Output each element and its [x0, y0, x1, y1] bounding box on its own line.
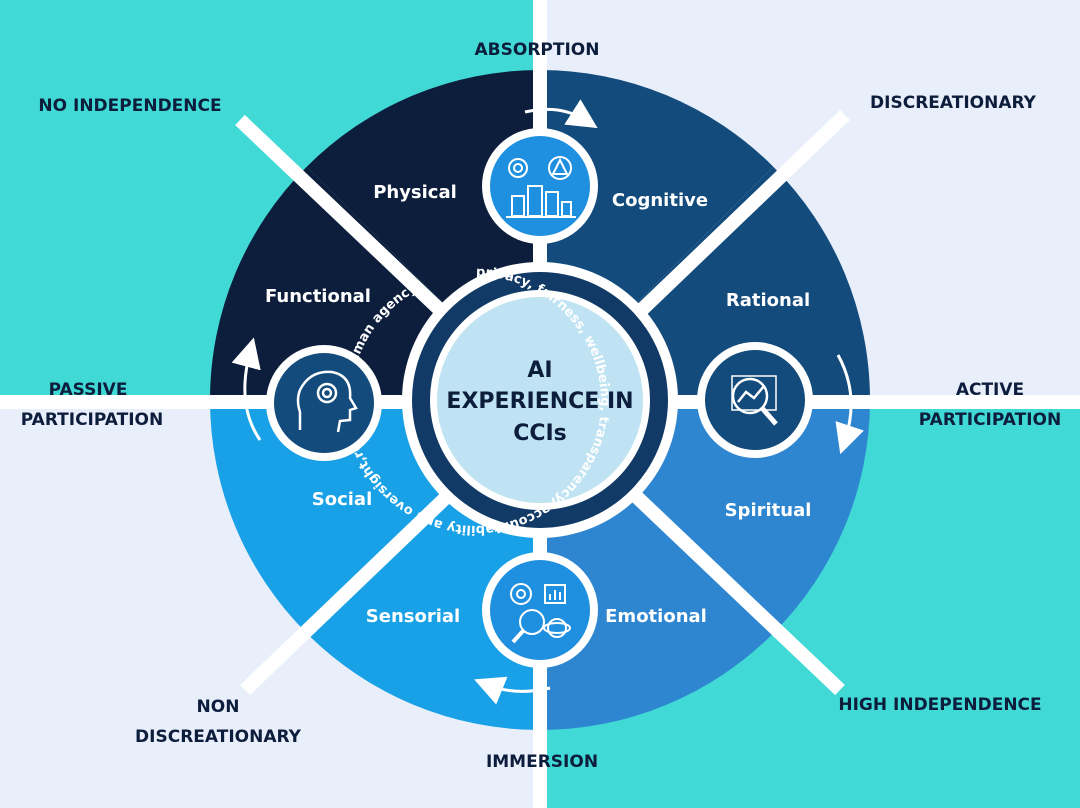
sector-label-physical: Physical [373, 182, 457, 203]
arrow-top [524, 99, 598, 129]
arrow-left [231, 337, 262, 441]
center-title-line3: CCIs [513, 421, 567, 446]
quadrant-label-non-line2: DISCREATIONARY [135, 727, 302, 747]
analytics-magnifier-icon [697, 342, 813, 458]
center-title-line1: AI [527, 358, 552, 383]
sector-label-social: Social [312, 489, 373, 510]
sector-label-rational: Rational [726, 290, 810, 311]
sector-label-sensorial: Sensorial [366, 606, 460, 627]
sector-label-cognitive: Cognitive [612, 190, 708, 211]
data-tools-icon [482, 552, 598, 668]
quadrant-label-discreationary: DISCREATIONARY [870, 93, 1037, 113]
sector-label-emotional: Emotional [605, 606, 707, 627]
axis-label-passive-line2: PARTICIPATION [21, 410, 163, 430]
center-disc [437, 297, 643, 503]
axis-label-passive-line1: PASSIVE [49, 380, 128, 400]
flow-arrows [231, 99, 864, 705]
axis-label-absorption: ABSORPTION [475, 40, 600, 60]
sector-label-functional: Functional [265, 286, 371, 307]
quadrant-label-non-line1: NON [197, 697, 240, 717]
mind-gear-icon [266, 345, 382, 461]
arrow-bottom [474, 676, 551, 705]
axis-label-immersion: IMMERSION [486, 752, 598, 772]
arrow-right [835, 354, 864, 455]
axis-label-active-line2: PARTICIPATION [919, 410, 1061, 430]
center-title-line2: EXPERIENCE IN [446, 389, 633, 414]
axis-label-active-line1: ACTIVE [956, 380, 1024, 400]
quadrant-label-high-independence: HIGH INDEPENDENCE [838, 695, 1041, 715]
city-insight-icon [482, 128, 598, 244]
sector-label-spiritual: Spiritual [725, 500, 812, 521]
quadrant-label-no-independence: NO INDEPENDENCE [38, 96, 221, 116]
